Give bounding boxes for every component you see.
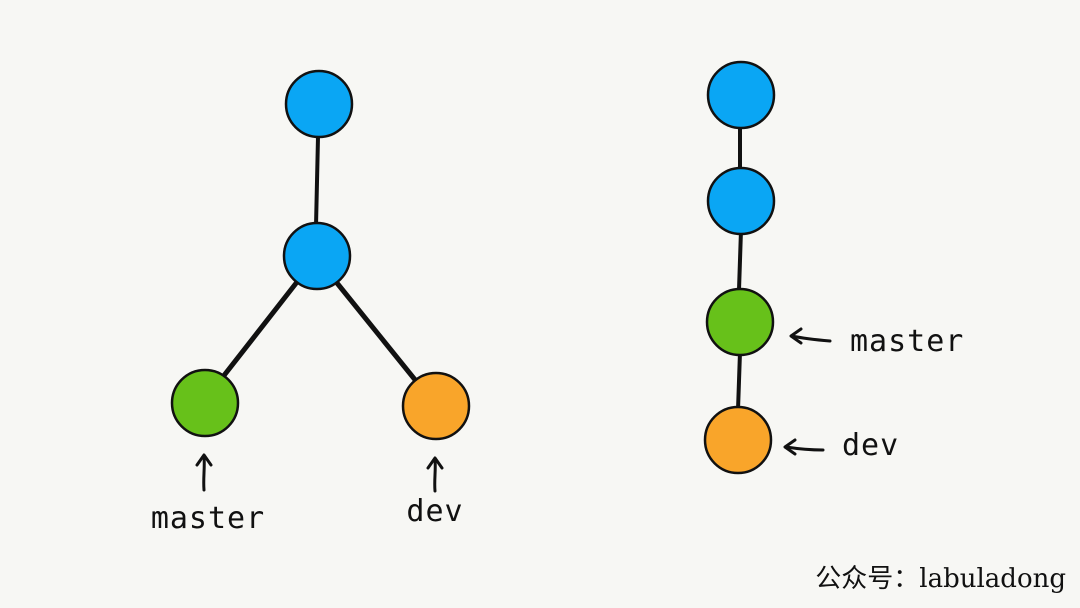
right-commit-dev — [703, 405, 773, 475]
right-edge-3-4 — [736, 350, 742, 412]
left-master-label: master — [151, 501, 265, 536]
left-edge-middle-to-master — [219, 279, 300, 381]
left-commit-dev — [401, 371, 471, 441]
watermark: 公众号：labuladong — [815, 564, 1066, 594]
right-commit-2 — [706, 166, 776, 236]
left-edge-middle-to-dev — [334, 280, 419, 384]
left-dev-arrow-icon — [426, 456, 444, 493]
left-commit-root — [284, 69, 354, 139]
left-master-arrow-icon — [195, 453, 213, 492]
left-diagram: master dev — [151, 69, 471, 536]
right-master-arrow-icon — [789, 327, 832, 345]
right-edge-2-3 — [737, 228, 743, 292]
left-dev-label: dev — [406, 494, 463, 529]
right-commit-1 — [706, 60, 776, 130]
right-dev-label: dev — [842, 428, 899, 463]
right-master-label: master — [850, 324, 964, 359]
right-commit-master — [705, 287, 775, 357]
left-commit-master — [170, 368, 240, 438]
left-edge-top-to-middle — [314, 135, 320, 228]
left-commit-middle — [282, 221, 352, 291]
right-diagram: master dev — [703, 60, 964, 475]
right-dev-arrow-icon — [783, 438, 825, 456]
